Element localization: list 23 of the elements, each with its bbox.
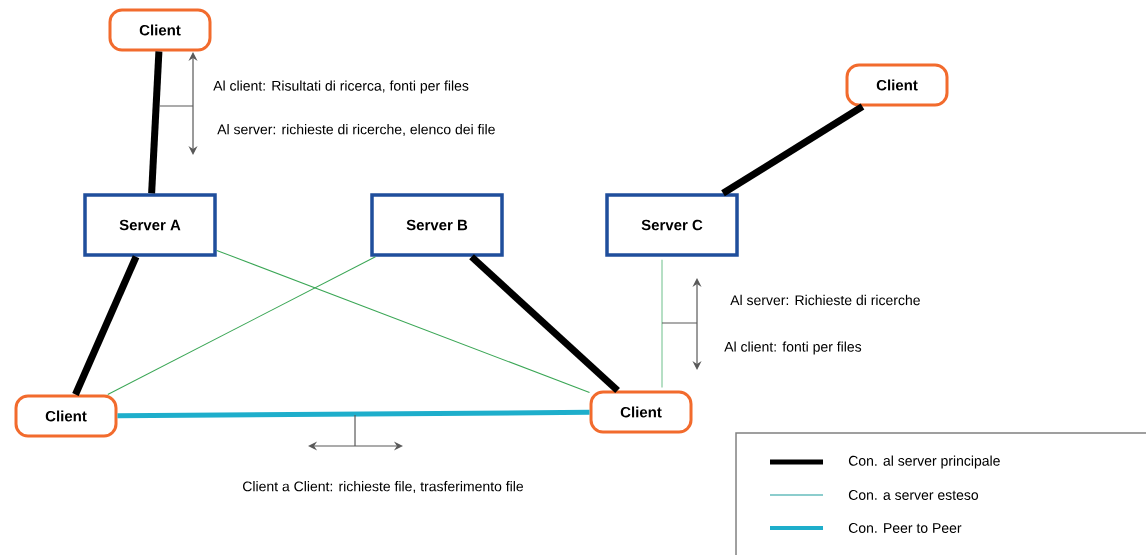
legend-text: Con. a server esteso [848, 490, 979, 500]
connection-line [216, 249, 590, 393]
legend-text: Con. Peer to Peer [848, 523, 962, 533]
client-box: Client [108, 8, 212, 52]
client-box: Client [589, 390, 693, 434]
connection-line [721, 103, 865, 197]
server-box: Server A [83, 193, 217, 257]
client-box: Client [14, 394, 118, 438]
connection-line [661, 259, 663, 388]
legend-text: Con. al server principale [848, 455, 1000, 469]
connection-line [148, 51, 163, 194]
annotation-text: Al client: Risultati di ricerca, fonti per files [213, 80, 469, 94]
annotation-text: Al server: Richieste di ricerche [730, 294, 920, 306]
annotation-text: Al client: fonti per files [724, 341, 862, 355]
annotation-text: Client a Client: richieste file, trasferimento file [243, 481, 524, 493]
server-box: Server B [370, 193, 504, 257]
client-box: Client [845, 63, 949, 107]
connection-line [469, 254, 620, 394]
annotation-text: Al server: richieste di ricerche, elenco dei file [217, 124, 495, 136]
connection-line [117, 409, 590, 419]
connection-line [72, 255, 140, 396]
connection-line [107, 256, 376, 395]
server-box: Server C [605, 193, 739, 257]
